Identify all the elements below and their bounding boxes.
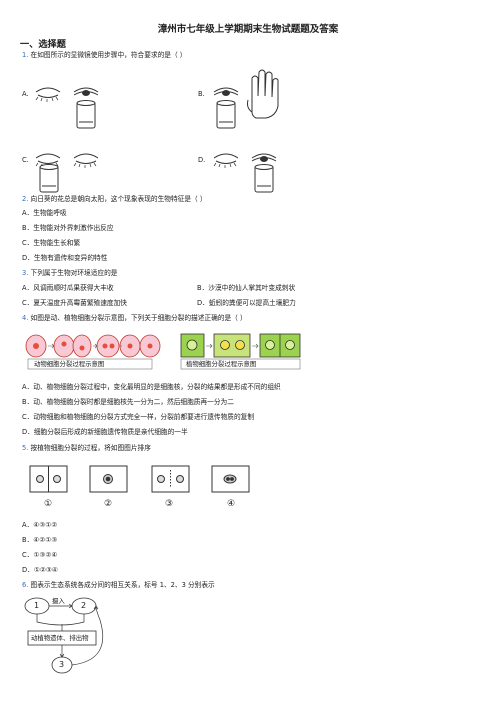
- question-6: 6. 图表示生态系统各成分间的相互关系，标号 1、2、3 分别表示: [22, 582, 215, 589]
- option-c: C．夏天温度升高霉菌繁殖速度加快: [22, 299, 127, 307]
- cell-image-1: [29, 465, 68, 493]
- question-number: 3.: [22, 269, 29, 277]
- node-3-label: 3: [59, 660, 65, 669]
- question-number: 1.: [22, 51, 29, 59]
- question-text: 向日葵的花总是朝向太阳，这个现象表现的生物特征是（ ）: [30, 195, 207, 203]
- question-number: 4.: [22, 314, 29, 322]
- question-4: 4. 如图是动、植物细胞分裂示意图，下列关于细胞分裂的描述正确的是（ ）: [22, 315, 247, 322]
- section-heading: 一、选择题: [20, 39, 66, 50]
- cell-image-2: [89, 465, 128, 493]
- option-c: C．①③②④: [22, 551, 58, 559]
- option-a-figure: [35, 87, 99, 129]
- question-text: 如图是动、植物细胞分裂示意图，下列关于细胞分裂的描述正确的是（ ）: [30, 314, 247, 322]
- option-a-label: A.: [22, 90, 29, 98]
- question-number: 6.: [22, 581, 29, 589]
- option-a: A．风调雨顺时瓜果获得大丰收: [22, 284, 114, 292]
- option-a: A．生物能呼吸: [22, 209, 67, 217]
- node-1-label: 1: [34, 601, 40, 610]
- option-a: A．④③①②: [22, 521, 58, 529]
- ingest-arrow-label: 摄入: [52, 597, 65, 605]
- option-d: D．生物有遗传和变异的特性: [22, 254, 108, 262]
- remains-box-label: 动植物遗体、排出物: [31, 634, 89, 642]
- option-c: C．生物能生长和繁: [22, 239, 81, 247]
- option-d: D．细胞分裂后形成的新细胞遗传物质是亲代细胞的一半: [22, 428, 188, 436]
- figure-label-4: ④: [227, 499, 236, 509]
- plant-cell-division: [180, 333, 301, 358]
- option-d: D．①②③④: [22, 566, 58, 574]
- animal-division-caption: 动物细胞分裂过程示意图: [34, 360, 105, 368]
- figure-label-3: ③: [165, 499, 174, 509]
- option-b: B．沙漠中的仙人掌其叶变成刺状: [197, 284, 296, 292]
- question-2: 2. 向日葵的花总是朝向太阳，这个现象表现的生物特征是（ ）: [22, 196, 207, 203]
- question-number: 2.: [22, 195, 29, 203]
- question-text: 在如图所示的显微镜使用步骤中，符合要求的是（ ）: [30, 51, 187, 59]
- option-b: B．④②①③: [22, 536, 58, 544]
- question-text: 下列属于生物对环境适应的是: [30, 269, 118, 277]
- question-text: 图表示生态系统各成分间的相互关系，标号 1、2、3 分别表示: [30, 581, 215, 589]
- option-b: B．生物能对外界刺激作出反应: [22, 224, 114, 232]
- cell-image-3: [151, 465, 190, 493]
- question-text: 按植物细胞分裂的过程，将如图图片排序: [30, 444, 151, 452]
- animal-cell-division: [25, 334, 161, 358]
- option-c-label: C.: [22, 156, 29, 164]
- page-title: 漳州市七年级上学期期末生物试题题及答案: [157, 24, 339, 35]
- option-a: A．动、植物细胞分裂过程中，变化最明显的是细胞核，分裂的结果都是形成不同的组织: [22, 383, 281, 391]
- cell-image-4: [211, 465, 250, 493]
- question-3: 3. 下列属于生物对环境适应的是: [22, 270, 117, 277]
- option-d-label: D.: [198, 156, 206, 164]
- question-1: 1. 在如图所示的显微镜使用步骤中，符合要求的是（ ）: [22, 52, 186, 59]
- option-b: B．动、植物细胞分裂时都是细胞核先一分为二，然后细胞质再一分为二: [22, 398, 234, 406]
- question-number: 5.: [22, 444, 29, 452]
- plant-division-caption: 植物细胞分裂过程示意图: [186, 360, 257, 368]
- option-d-figure: [213, 153, 277, 193]
- option-d: D．蚯蚓的粪便可以提高土壤肥力: [197, 299, 296, 307]
- figure-label-2: ②: [104, 499, 113, 509]
- option-b-figure: [213, 69, 279, 129]
- option-b-label: B.: [198, 90, 205, 98]
- option-c: C．动物细胞和植物细胞的分裂方式完全一样，分裂前都要进行遗传物质的复制: [22, 413, 255, 421]
- figure-label-1: ①: [44, 499, 53, 509]
- question-5: 5. 按植物细胞分裂的过程，将如图图片排序: [22, 445, 151, 452]
- option-c-figure: [35, 153, 99, 193]
- node-2-label: 2: [81, 601, 87, 610]
